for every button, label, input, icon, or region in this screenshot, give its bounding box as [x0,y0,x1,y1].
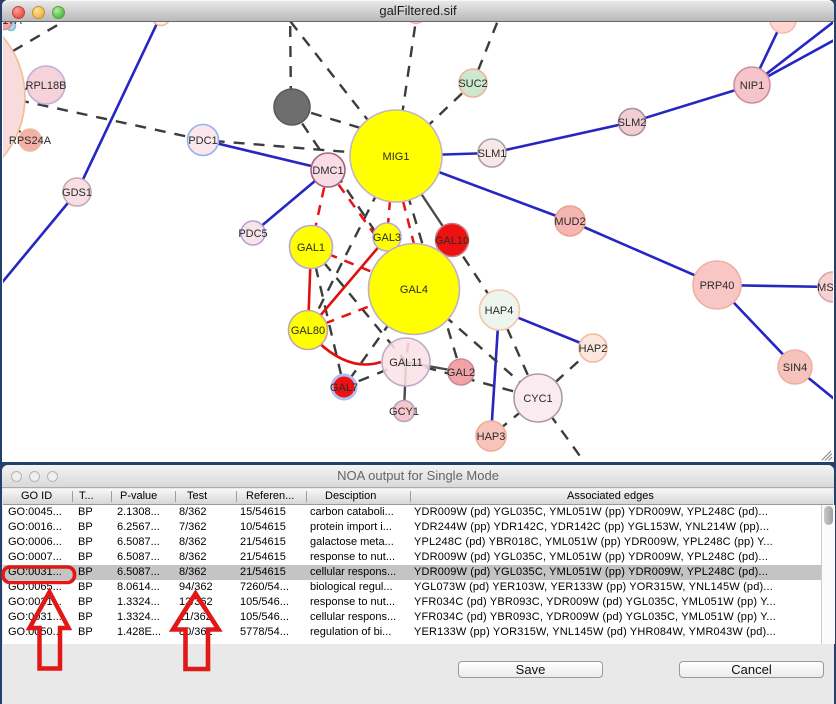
svg-text:GDS1: GDS1 [62,187,92,199]
svg-text:MIG1: MIG1 [383,151,410,163]
svg-text:MSI1: MSI1 [817,282,833,294]
svg-text:SIN4: SIN4 [783,362,807,374]
svg-text:HAP4: HAP4 [485,305,514,317]
svg-text:GAL11: GAL11 [389,357,422,369]
svg-text:GAL7: GAL7 [330,382,358,394]
svg-text:SLM1: SLM1 [478,148,507,160]
svg-text:PRP40: PRP40 [700,280,735,292]
svg-text:GAL4: GAL4 [400,284,428,296]
svg-text:NIP1: NIP1 [740,80,764,92]
svg-text:RPL18B: RPL18B [26,80,67,92]
svg-text:SLM2: SLM2 [618,117,647,129]
svg-text:DMC1: DMC1 [312,165,343,177]
svg-text:SUC2: SUC2 [458,78,487,90]
svg-text:CYC1: CYC1 [523,393,552,405]
svg-text:GAL3: GAL3 [373,232,401,244]
svg-text:MUD2: MUD2 [554,216,585,228]
svg-text:HAP3: HAP3 [477,431,506,443]
svg-text:17A: 17A [3,21,22,27]
svg-text:HAP2: HAP2 [579,343,608,355]
svg-text:PDC1: PDC1 [188,135,217,147]
svg-text:GAL10: GAL10 [435,235,469,247]
svg-text:GAL2: GAL2 [447,367,475,379]
svg-text:GAL1: GAL1 [297,242,325,254]
svg-text:RPS24A: RPS24A [9,135,52,147]
svg-text:PDC5: PDC5 [238,228,267,240]
svg-text:GAL80: GAL80 [291,325,325,337]
svg-text:GCY1: GCY1 [389,406,419,418]
